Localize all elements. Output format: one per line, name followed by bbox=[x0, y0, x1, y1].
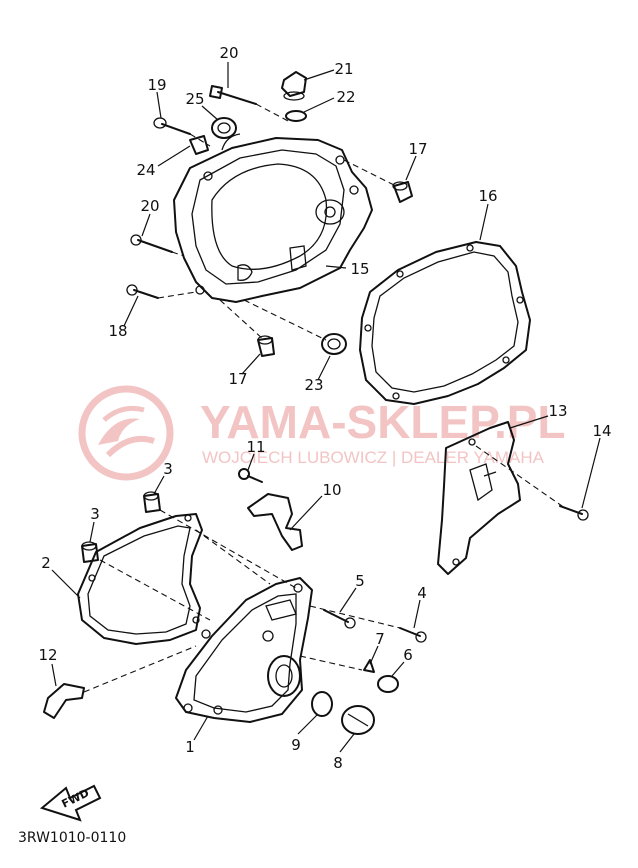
callout-11: 11 bbox=[246, 438, 265, 456]
callout-19: 19 bbox=[147, 76, 166, 94]
seal-23 bbox=[321, 333, 347, 355]
bolt-5 bbox=[323, 609, 356, 629]
watermark-logo bbox=[78, 385, 174, 481]
screw-11 bbox=[238, 468, 263, 483]
callout-4: 4 bbox=[417, 584, 427, 602]
callout-6: 6 bbox=[403, 646, 413, 664]
callout-13: 13 bbox=[548, 402, 567, 420]
callout-25: 25 bbox=[185, 90, 204, 108]
o-ring-7 bbox=[363, 659, 375, 673]
callout-3-left: 3 bbox=[90, 505, 100, 523]
dowel-3-top bbox=[143, 491, 161, 513]
bolt-18 bbox=[126, 284, 159, 299]
plug-8 bbox=[341, 705, 375, 735]
gasket-upper bbox=[359, 241, 531, 405]
gasket-lower bbox=[77, 513, 203, 645]
dowel-17-lower bbox=[257, 335, 275, 357]
callout-20-upper: 20 bbox=[219, 44, 238, 62]
watermark-subtitle: WOJCIECH LUBOWICZ | DEALER YAMAHA bbox=[202, 448, 545, 467]
o-ring-22 bbox=[285, 110, 307, 122]
bracket-10 bbox=[247, 493, 303, 551]
dowel-17-upper bbox=[392, 181, 413, 203]
assembly-line-13-14 bbox=[475, 445, 563, 507]
callout-8: 8 bbox=[333, 754, 343, 772]
filler-cap-21 bbox=[281, 71, 307, 101]
callout-9: 9 bbox=[291, 736, 301, 754]
dowel-3-left bbox=[81, 541, 99, 563]
callout-labels: 20 21 22 19 25 24 17 20 16 15 18 17 23 1… bbox=[38, 44, 611, 772]
o-ring-9 bbox=[311, 691, 333, 717]
callout-14: 14 bbox=[592, 422, 611, 440]
watermark: YAMA-SKLEP.PL WOJCIECH LUBOWICZ | DEALER… bbox=[78, 385, 566, 481]
diagram-code: 3RW1010-0110 bbox=[18, 830, 126, 846]
callout-5: 5 bbox=[355, 572, 365, 590]
callout-21: 21 bbox=[334, 60, 353, 78]
assembly-lines-upper bbox=[157, 103, 397, 341]
callout-12: 12 bbox=[38, 646, 57, 664]
callout-2: 2 bbox=[41, 554, 51, 572]
callout-1: 1 bbox=[185, 738, 195, 756]
bolt-20-lower bbox=[130, 234, 173, 253]
forward-arrow: FWD bbox=[39, 784, 102, 822]
seal-25 bbox=[211, 117, 237, 139]
crankcase-cover-right bbox=[173, 133, 373, 303]
assembly-lines-lower bbox=[83, 509, 401, 693]
bracket-12 bbox=[43, 683, 85, 719]
watermark-brand: YAMA-SKLEP.PL bbox=[200, 396, 566, 448]
callout-3-top: 3 bbox=[163, 460, 173, 478]
callout-16: 16 bbox=[478, 187, 497, 205]
bolt-20-upper bbox=[209, 85, 257, 105]
callout-15: 15 bbox=[350, 260, 369, 278]
callout-7: 7 bbox=[375, 630, 385, 648]
callout-10: 10 bbox=[322, 481, 341, 499]
callout-24: 24 bbox=[136, 161, 155, 179]
callout-17-lower: 17 bbox=[228, 370, 247, 388]
bolt-14 bbox=[559, 505, 589, 521]
cap-6 bbox=[377, 675, 399, 693]
callout-22: 22 bbox=[336, 88, 355, 106]
clip-24 bbox=[189, 135, 209, 155]
leader-lines bbox=[51, 62, 601, 753]
bolt-19 bbox=[153, 117, 191, 135]
callout-18: 18 bbox=[108, 322, 127, 340]
callout-23: 23 bbox=[304, 376, 323, 394]
callout-17-upper: 17 bbox=[408, 140, 427, 158]
crankcase-cover-left bbox=[175, 577, 313, 723]
callout-20-lower: 20 bbox=[140, 197, 159, 215]
bolt-4 bbox=[399, 627, 427, 643]
